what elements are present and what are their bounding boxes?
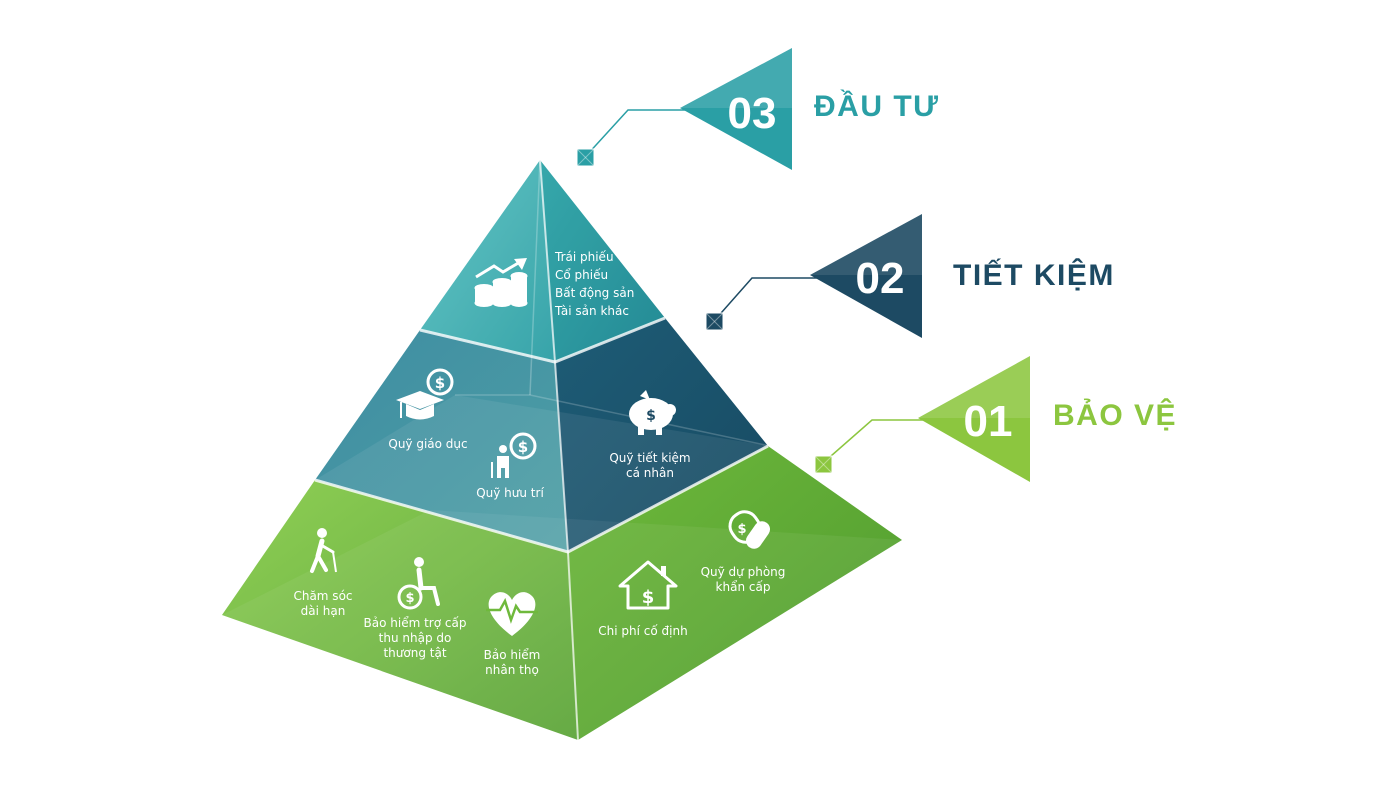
long-term-care-label: Chăm sóc dài hạn <box>263 589 383 619</box>
glass-plane <box>222 510 902 740</box>
personal-savings-label: Quỹ tiết kiệm cá nhân <box>590 451 710 481</box>
list-item: Tài sản khác <box>555 304 629 318</box>
label-line: thương tật <box>383 646 447 660</box>
retirement-fund-label: Quỹ hưu trí <box>476 486 544 500</box>
label-line: Chăm sóc <box>293 589 353 603</box>
list-item: Trái phiếu <box>555 250 614 264</box>
front-edge <box>539 159 579 741</box>
education-fund-icon: $ <box>396 368 454 420</box>
badge-02-number: 02 <box>856 254 905 303</box>
connector-01 <box>822 419 940 464</box>
label-line: dài hạn <box>300 604 346 618</box>
svg-text:$: $ <box>405 591 414 606</box>
badge-01-number: 01 <box>964 397 1013 446</box>
label-line: Quỹ dự phòng <box>700 565 786 579</box>
svg-text:$: $ <box>737 522 746 537</box>
svg-text:$: $ <box>518 438 528 456</box>
emergency-fund-label: Quỹ dự phòng khẩn cấp <box>683 565 803 595</box>
fixed-cost-label: Chi phí cố định <box>598 624 688 638</box>
fixed-cost-house-icon: $ <box>618 560 678 610</box>
bottom-right-face <box>568 446 902 740</box>
label-line: thu nhập do <box>378 631 452 645</box>
badge-02-triangle <box>810 214 922 338</box>
investment-asset-list: Trái phiếu Cổ phiếu Bất động sản Tài sản… <box>555 248 634 320</box>
label-line: Bảo hiểm trợ cấp <box>363 616 467 630</box>
badge-03-number: 03 <box>728 89 777 138</box>
tier-title-investment: ĐẦU TƯ <box>814 90 940 123</box>
top-right-face <box>540 160 665 362</box>
svg-text:$: $ <box>642 587 655 608</box>
long-term-care-icon <box>310 528 337 573</box>
badge-03-triangle <box>680 48 792 170</box>
label-line: Bảo hiểm <box>483 648 541 662</box>
svg-text:$: $ <box>646 408 656 424</box>
svg-text:$: $ <box>435 374 445 392</box>
label-line: Quỹ tiết kiệm <box>609 451 691 465</box>
education-fund-label: Quỹ giáo dục <box>388 437 468 451</box>
disability-income-label: Bảo hiểm trợ cấp thu nhập do thương tật <box>355 616 475 661</box>
marker-02 <box>705 312 724 331</box>
list-item: Bất động sản <box>555 286 635 300</box>
glass-plane <box>420 160 665 362</box>
emergency-fund-pills-icon: $ <box>728 510 771 549</box>
life-insurance-label: Bảo hiểm nhân thọ <box>452 648 572 678</box>
list-item: Cổ phiếu <box>555 268 609 282</box>
life-insurance-heart-icon <box>486 592 538 636</box>
piggy-bank-icon: $ <box>629 390 676 435</box>
disability-income-icon: $ <box>397 557 440 610</box>
tier-title-protection: BẢO VỆ <box>1053 399 1178 432</box>
badge-01-triangle <box>918 356 1030 482</box>
connector-03 <box>585 109 700 157</box>
marker-01 <box>814 455 833 474</box>
top-left-face <box>420 160 555 362</box>
label-line: khẩn cấp <box>715 580 771 594</box>
retirement-fund-icon: $ <box>491 432 537 478</box>
bottom-left-face <box>222 480 578 740</box>
connector-02 <box>713 277 830 322</box>
marker-03 <box>576 148 595 167</box>
label-line: cá nhân <box>626 466 674 480</box>
tier-title-savings: TIẾT KIỆM <box>953 259 1115 292</box>
investment-growth-icon <box>474 258 528 307</box>
label-line: nhân thọ <box>485 663 539 677</box>
